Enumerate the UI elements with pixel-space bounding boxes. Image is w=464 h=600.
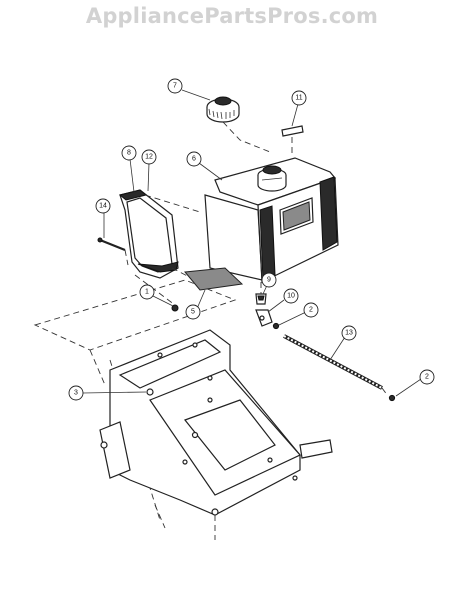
callout-3: 3 <box>68 385 84 401</box>
watermark-text: AppliancePartsPros.com <box>85 4 379 28</box>
fuel-fitting <box>255 282 267 305</box>
callout-6: 6 <box>186 151 202 167</box>
callout-2-upper: 2 <box>303 302 319 318</box>
svg-text:2: 2 <box>425 374 429 381</box>
svg-text:13: 13 <box>345 330 353 337</box>
fuel-cap <box>206 96 240 123</box>
svg-text:10: 10 <box>287 293 295 300</box>
callout-5: 5 <box>185 304 201 320</box>
svg-text:6: 6 <box>192 156 196 163</box>
svg-text:3: 3 <box>74 390 78 397</box>
chassis-frame <box>33 279 333 540</box>
tank-pad <box>184 267 244 291</box>
bolt <box>97 237 129 266</box>
svg-text:2: 2 <box>309 307 313 314</box>
decal-strip <box>281 125 304 155</box>
frame-fastener <box>146 388 154 396</box>
callout-11: 11 <box>291 90 307 106</box>
callout-9: 9 <box>261 272 277 288</box>
tank-strap <box>118 189 201 281</box>
svg-text:8: 8 <box>127 150 131 157</box>
callout-2-lower: 2 <box>419 369 435 385</box>
washer-upper <box>272 322 280 330</box>
washer-lower <box>388 394 396 402</box>
callout-7: 7 <box>167 78 183 94</box>
callout-8: 8 <box>121 145 137 161</box>
svg-text:11: 11 <box>295 95 302 102</box>
svg-text:12: 12 <box>145 154 153 161</box>
callout-14: 14 <box>95 198 111 214</box>
callout-1: 1 <box>139 284 155 300</box>
nut <box>134 274 179 312</box>
svg-text:1: 1 <box>145 289 149 296</box>
elbow-fitting <box>255 309 273 327</box>
callout-12: 12 <box>141 149 157 165</box>
svg-text:14: 14 <box>99 203 107 210</box>
fuel-line <box>283 334 389 397</box>
fuel-tank <box>204 157 339 283</box>
callout-13: 13 <box>341 325 357 341</box>
svg-text:9: 9 <box>267 277 271 284</box>
callout-10: 10 <box>283 288 299 304</box>
svg-text:7: 7 <box>173 83 177 90</box>
svg-text:5: 5 <box>191 309 195 316</box>
